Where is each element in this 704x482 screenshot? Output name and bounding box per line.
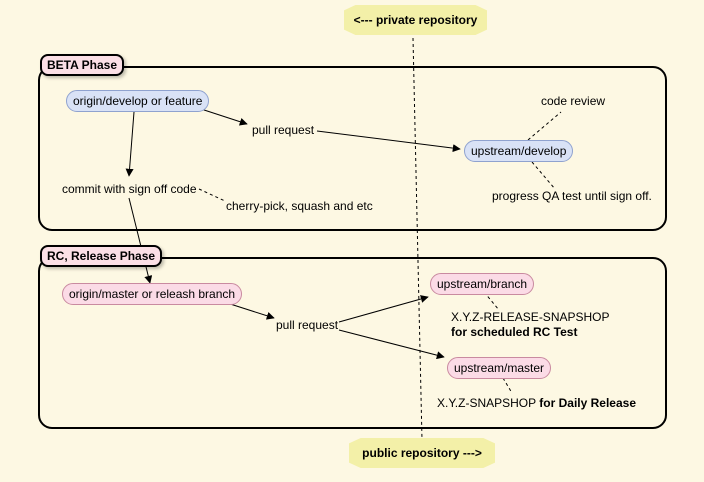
private-repository-banner: <--- private repository: [344, 5, 487, 35]
dashed-upstream-develop-to-code-review: [527, 111, 562, 141]
node-origin-develop-or-feature: origin/develop or feature: [66, 90, 210, 112]
code-review-label: code review: [541, 94, 606, 108]
dashed-commit-to-cherry-pick: [198, 188, 226, 202]
arrow-origin-develop-to-pull-request: [197, 107, 248, 126]
node-upstream-master: upstream/master: [447, 357, 552, 379]
beta-phase-box: [38, 66, 667, 231]
node-upstream-develop: upstream/develop: [464, 140, 574, 162]
beta-pull-request-label: pull request: [252, 123, 315, 137]
public-repository-banner: public repository --->: [349, 438, 495, 468]
node-upstream-branch: upstream/branch: [430, 273, 535, 295]
rc-pull-request-label: pull request: [276, 318, 339, 332]
release-snapshot-note: for scheduled RC Test: [451, 325, 578, 339]
dashed-upstream-master-to-snapshot: [502, 377, 513, 394]
node-origin-master-or-release-branch: origin/master or releash branch: [62, 283, 243, 305]
repository-divider-line: [412, 37, 423, 441]
arrow-pull-request-to-upstream-master: [338, 329, 445, 360]
progress-qa-label: progress QA test until sign off.: [492, 189, 652, 203]
arrow-pull-request-to-upstream-branch: [338, 295, 429, 323]
arrow-pull-request-to-upstream-develop: [316, 130, 461, 153]
rc-phase-title: RC, Release Phase: [40, 245, 163, 267]
arrow-commit-to-origin-master: [128, 197, 153, 284]
rc-phase-box: [38, 257, 667, 429]
release-snapshot-label: X.Y.Z-RELEASE-SNAPSHOP: [451, 310, 610, 324]
dashed-upstream-branch-to-snapshot: [483, 291, 500, 311]
beta-phase-title: BETA Phase: [40, 54, 125, 76]
cherry-pick-label: cherry-pick, squash and etc: [226, 199, 373, 213]
daily-snapshot-label: X.Y.Z-SNAPSHOP for Daily Release: [437, 396, 636, 410]
commit-with-sign-off-label: commit with sign off code: [62, 182, 197, 196]
arrow-origin-develop-to-commit: [125, 111, 135, 177]
